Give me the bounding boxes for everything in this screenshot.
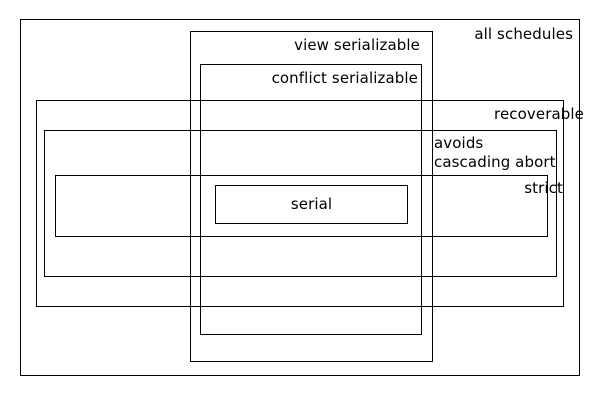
region-label-recoverable: recoverable (494, 105, 584, 123)
region-label-strict: strict (524, 179, 563, 197)
region-all-schedules (20, 19, 580, 376)
region-label-conflict-serializable: conflict serializable (271, 69, 418, 87)
region-conflict-serializable (200, 64, 422, 335)
region-serial (215, 185, 408, 224)
region-recoverable (36, 100, 564, 307)
region-avoids-cascading-abort (44, 130, 557, 277)
region-label-serial: serial (290, 195, 333, 213)
region-view-serializable (190, 31, 433, 362)
region-strict (55, 175, 548, 237)
region-label-avoids-cascading-abort: avoids cascading abort (434, 134, 556, 171)
region-label-all-schedules: all schedules (474, 25, 573, 43)
region-label-view-serializable: view serializable (294, 36, 420, 54)
